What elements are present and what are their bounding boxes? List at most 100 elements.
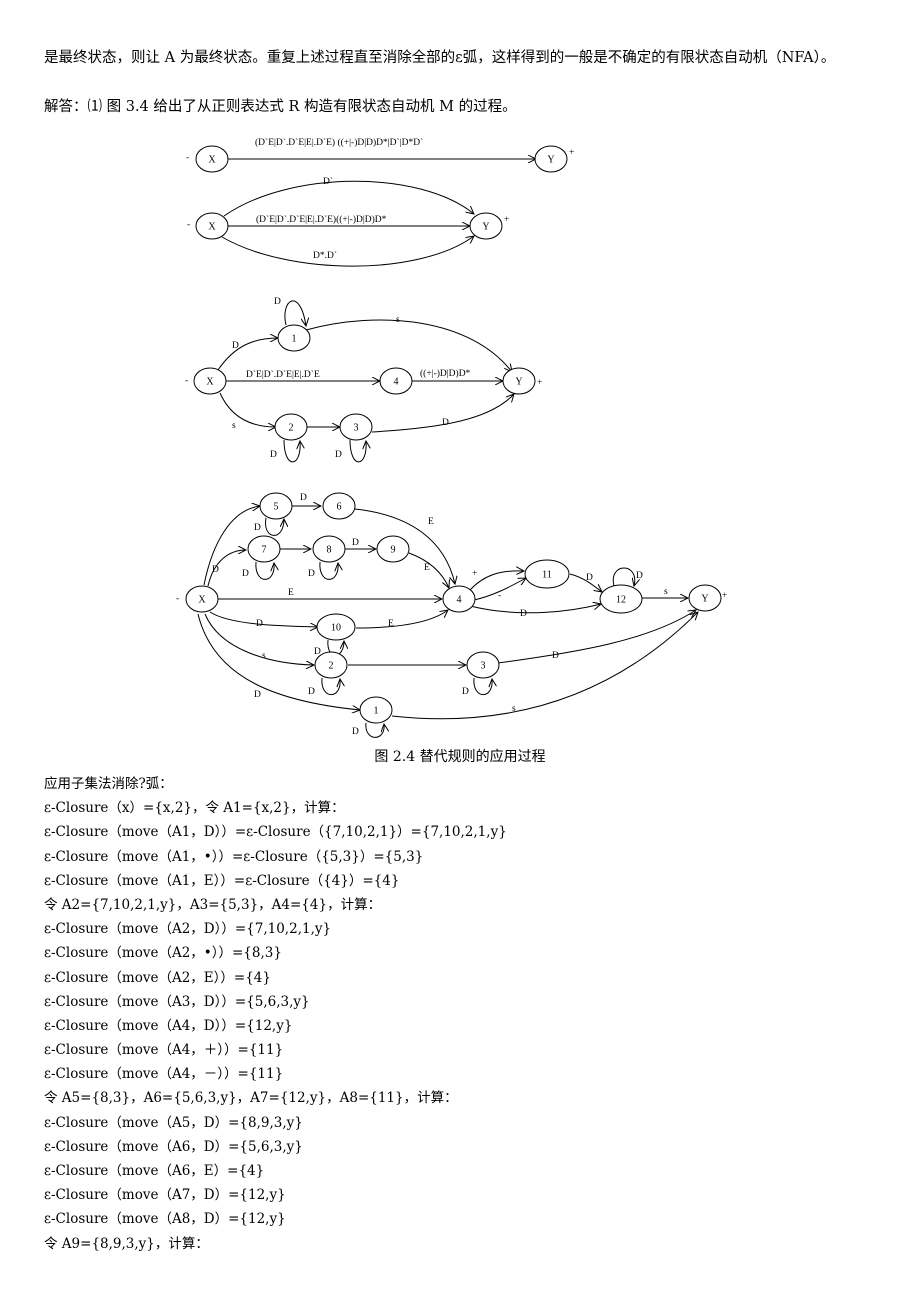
edge-label: E [388, 619, 394, 629]
edge-label: D [314, 647, 321, 657]
state-label: 12 [616, 594, 626, 605]
edge-label: s [232, 421, 236, 431]
edge-label: ((+|-)D|D)D* [420, 368, 471, 379]
computation-lines: 应用子集法消除?弧： ε-Closure（x）={x,2}，令 A1={x,2}… [44, 772, 507, 1256]
edge-label: E [288, 588, 294, 598]
state-4 [379, 367, 413, 395]
text-line: 令 A2={7,10,2,1,y}，A3={5,3}，A4={4}，计算： [44, 896, 382, 913]
state-4 [442, 585, 476, 613]
text-line: ε-Closure（move（A6，D）={5,6,3,y} [44, 1138, 303, 1155]
edge-label: D [442, 418, 449, 428]
diagram-step-4: D D E D D D D E E + - D [176, 492, 727, 738]
text-line: ε-Closure（move（A4，＋））={11} [44, 1042, 284, 1059]
state-y [534, 145, 568, 173]
state-label: Y [701, 593, 708, 604]
edge-label: D [254, 523, 261, 533]
state-label: 1 [374, 705, 379, 716]
edge-label: s [664, 587, 668, 597]
start-mark: - [186, 153, 189, 163]
diagram-step-1: (D`E|D`.D`E|E|.D`E) ((+|-)D|D)D*|D`|D*D`… [186, 137, 574, 173]
final-mark: + [569, 148, 574, 158]
state-label: 4 [394, 376, 399, 387]
state-label: 2 [289, 422, 294, 433]
diagram-step-3: D D s D`E|D`.D`E|E|.D`E ((+|-)D|D)D* s D… [185, 297, 542, 463]
edge-label: D [586, 573, 593, 583]
state-label: Y [482, 221, 489, 232]
final-mark: + [722, 591, 727, 601]
edge-label: D [256, 619, 263, 629]
nfa-construction-diagram: (D`E|D`.D`E|E|.D`E) ((+|-)D|D)D*|D`|D*D`… [176, 137, 727, 738]
text-line: 令 A9={8,9,3,y}，计算： [44, 1235, 209, 1252]
state-label: 2 [329, 660, 334, 671]
final-mark: + [504, 215, 509, 225]
state-2 [274, 413, 308, 441]
text-line: ε-Closure（move（A4，D））={12,y} [44, 1017, 293, 1034]
state-label: 11 [542, 569, 552, 580]
edge-label: D [462, 687, 469, 697]
state-10 [316, 613, 356, 641]
state-x [195, 212, 229, 240]
edge-label: D [308, 569, 315, 579]
state-3 [339, 413, 373, 441]
text-line: ε-Closure（move（A1，D））=ε-Closure（{7,10,2,… [44, 824, 507, 841]
edge-label: s [396, 315, 400, 325]
state-label: 6 [337, 501, 342, 512]
figure-caption: 图 2.4 替代规则的应用过程 [374, 749, 546, 765]
edge-label: D [300, 493, 307, 503]
state-label: 1 [292, 333, 297, 344]
edge-label: D [270, 450, 277, 460]
text-line: ε-Closure（move（A7，D）={12,y} [44, 1187, 286, 1204]
state-label: 10 [331, 622, 341, 633]
state-label: X [198, 594, 206, 605]
state-label: X [208, 221, 216, 232]
text-line: ε-Closure（move（A2，•））={8,3} [44, 945, 282, 962]
text-line: ε-Closure（move（A1，•））=ε-Closure（{5,3}）={… [44, 848, 424, 865]
state-1 [359, 696, 393, 724]
edge-label: D [212, 565, 219, 575]
state-label: 8 [327, 544, 332, 555]
text-line: ε-Closure（move（A2，E））={4} [44, 969, 271, 986]
edge-label: - [498, 591, 501, 601]
state-label: 4 [457, 594, 462, 605]
state-8 [312, 535, 346, 563]
text-line: ε-Closure（move（A2，D））={7,10,2,1,y} [44, 921, 332, 938]
final-mark: + [537, 378, 542, 388]
state-label: X [208, 154, 216, 165]
edge-label: D [335, 450, 342, 460]
state-label: Y [547, 154, 554, 165]
edge-label: s [512, 704, 516, 714]
text-line: ε-Closure（move（A1，E））=ε-Closure（{4}）={4} [44, 872, 400, 889]
answer-paragraph: 解答：⑴ 图 3.4 给出了从正则表达式 R 构造有限状态自动机 M 的过程。 [44, 99, 517, 115]
text-line: ε-Closure（x）={x,2}，令 A1={x,2}，计算： [44, 800, 345, 817]
state-11 [524, 559, 570, 589]
edge-label: D [308, 687, 315, 697]
edge-label: s [262, 651, 266, 661]
text-line: ε-Closure（move（A4，－））={11} [44, 1066, 284, 1083]
state-label: 3 [354, 422, 359, 433]
state-6 [322, 492, 356, 520]
state-label: X [206, 376, 214, 387]
state-y [502, 367, 536, 395]
edge-label: (D`E|D`.D`E|E|.D`E)((+|-)D|D)D* [256, 214, 387, 225]
state-label: 7 [262, 544, 267, 555]
state-label: 3 [481, 660, 486, 671]
edge-label: D [242, 569, 249, 579]
state-3 [466, 651, 500, 679]
edge-label: D [352, 727, 359, 737]
state-2 [314, 651, 348, 679]
edge-label: D [552, 651, 559, 661]
edge-label: E [424, 563, 430, 573]
edge-label: E [428, 517, 434, 527]
edge-label: D*.D` [313, 250, 337, 261]
text-line: ε-Closure（move（A3，D））={5,6,3,y} [44, 993, 310, 1010]
text-line: ε-Closure（move（A5，D）={8,9,3,y} [44, 1114, 303, 1131]
text-line: ε-Closure（move（A6，E）={4} [44, 1163, 265, 1179]
text-line: 令 A5={8,3}，A6={5,6,3,y}，A7={12,y}，A8={11… [44, 1090, 458, 1107]
state-label: Y [515, 376, 522, 387]
state-y [469, 212, 503, 240]
edge-label: D [520, 609, 527, 619]
start-mark: - [176, 594, 179, 604]
state-5 [259, 492, 293, 520]
edge-label: D [636, 571, 643, 581]
diagram-step-2: D` (D`E|D`.D`E|E|.D`E)((+|-)D|D)D* D*.D`… [187, 176, 509, 267]
